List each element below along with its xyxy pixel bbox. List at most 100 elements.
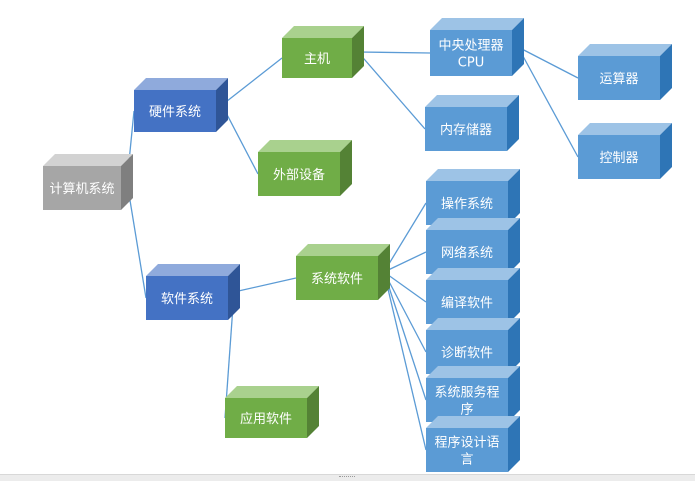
box-front-face — [282, 38, 352, 78]
box-top-face — [146, 264, 240, 276]
connector-syssoft-to-netos — [383, 251, 427, 273]
node-host: 主机 — [282, 26, 364, 78]
node-peripheral-devices: 外部设备 — [258, 140, 352, 196]
node-label: 诊断软件 — [441, 346, 493, 361]
connector-host-to-cpu — [357, 51, 431, 54]
box-top-face — [426, 318, 520, 330]
connector-host-to-memory — [357, 51, 426, 130]
box-top-face — [134, 78, 228, 90]
node-label: 应用软件 — [240, 411, 292, 427]
node-label: 程序设计语 — [434, 436, 499, 451]
node-application-software: 应用软件 — [225, 386, 319, 438]
node-hardware-system: 硬件系统 — [134, 78, 228, 132]
box-front-face — [578, 56, 660, 100]
node-operating-system: 操作系统 — [426, 169, 520, 225]
box-side-face — [378, 244, 390, 300]
node-label: 网络系统 — [441, 245, 493, 261]
connector-syssoft-to-lang — [383, 271, 427, 451]
box-top-face — [425, 95, 519, 107]
node-network-system: 网络系统 — [426, 218, 520, 274]
box-side-face — [660, 44, 672, 100]
connector-syssoft-to-os — [383, 202, 427, 273]
node-label: 控制器 — [599, 151, 638, 166]
node-label: 计算机系统 — [49, 182, 114, 197]
node-label: 系统服务程 — [434, 385, 499, 401]
box-top-face — [426, 366, 520, 378]
node-label: 内存储器 — [440, 122, 492, 138]
box-top-face — [225, 386, 319, 398]
connector-computer-to-software — [126, 181, 147, 299]
node-label: 运算器 — [599, 72, 638, 87]
box-side-face — [216, 78, 228, 132]
box-front-face — [134, 90, 216, 132]
box-side-face — [512, 18, 524, 76]
box-side-face — [660, 123, 672, 179]
node-memory: 内存储器 — [425, 95, 519, 151]
box-front-face — [146, 276, 228, 320]
connector-hardware-to-host — [221, 57, 283, 106]
node-label: 系统软件 — [311, 272, 363, 287]
connector-syssoft-to-service — [383, 271, 427, 401]
node-label: CPU — [458, 56, 484, 71]
node-label: 外部设备 — [273, 167, 325, 183]
node-label: 软件系统 — [161, 292, 213, 307]
box-top-face — [578, 123, 672, 135]
box-top-face — [426, 169, 520, 181]
box-top-face — [578, 44, 672, 56]
node-label: 编译软件 — [441, 296, 493, 311]
box-side-face — [307, 386, 319, 438]
box-top-face — [296, 244, 390, 256]
connector-syssoft-to-diag — [383, 271, 427, 353]
box-front-face — [258, 152, 340, 196]
box-front-face — [296, 256, 378, 300]
node-cpu: 中央处理器 CPU — [430, 18, 524, 76]
box-front-face — [426, 428, 508, 472]
box-side-face — [507, 95, 519, 151]
box-top-face — [43, 154, 133, 166]
box-side-face — [508, 366, 520, 422]
node-label: 操作系统 — [441, 196, 493, 212]
node-compiler-software: 编译软件 — [426, 268, 520, 324]
box-front-face — [430, 30, 512, 76]
box-front-face — [426, 181, 508, 225]
box-front-face — [426, 280, 508, 324]
box-side-face — [340, 140, 352, 196]
node-software-system: 软件系统 — [146, 264, 240, 320]
node-computer-system: 计算机系统 — [43, 154, 133, 210]
connector-syssoft-to-compiler — [383, 271, 427, 303]
connector-cpu-to-alu — [517, 46, 579, 79]
scrollbar-grip[interactable] — [339, 476, 355, 480]
node-diagnostic-software: 诊断软件 — [426, 318, 520, 374]
connector-software-to-syssoft — [233, 277, 297, 293]
box-side-face — [508, 268, 520, 324]
node-label: 中央处理器 — [438, 39, 503, 54]
box-front-face — [425, 107, 507, 151]
box-side-face — [508, 169, 520, 225]
box-front-face — [426, 230, 508, 274]
box-side-face — [508, 416, 520, 472]
node-label: 言 — [460, 453, 473, 468]
box-top-face — [282, 26, 364, 38]
box-top-face — [430, 18, 524, 30]
node-system-software: 系统软件 — [296, 244, 390, 300]
node-controller: 控制器 — [578, 123, 672, 179]
node-arithmetic-unit: 运算器 — [578, 44, 672, 100]
box-side-face — [352, 26, 364, 78]
box-top-face — [258, 140, 352, 152]
box-front-face — [225, 398, 307, 438]
box-top-face — [426, 268, 520, 280]
box-front-face — [43, 166, 121, 210]
bottom-scrollbar[interactable] — [0, 474, 695, 481]
box-side-face — [508, 218, 520, 274]
box-front-face — [426, 378, 508, 422]
box-front-face — [578, 135, 660, 179]
box-side-face — [508, 318, 520, 374]
connector-cpu-to-controller — [517, 46, 579, 158]
node-label: 序 — [460, 403, 473, 418]
node-label: 硬件系统 — [149, 105, 201, 120]
box-top-face — [426, 416, 520, 428]
